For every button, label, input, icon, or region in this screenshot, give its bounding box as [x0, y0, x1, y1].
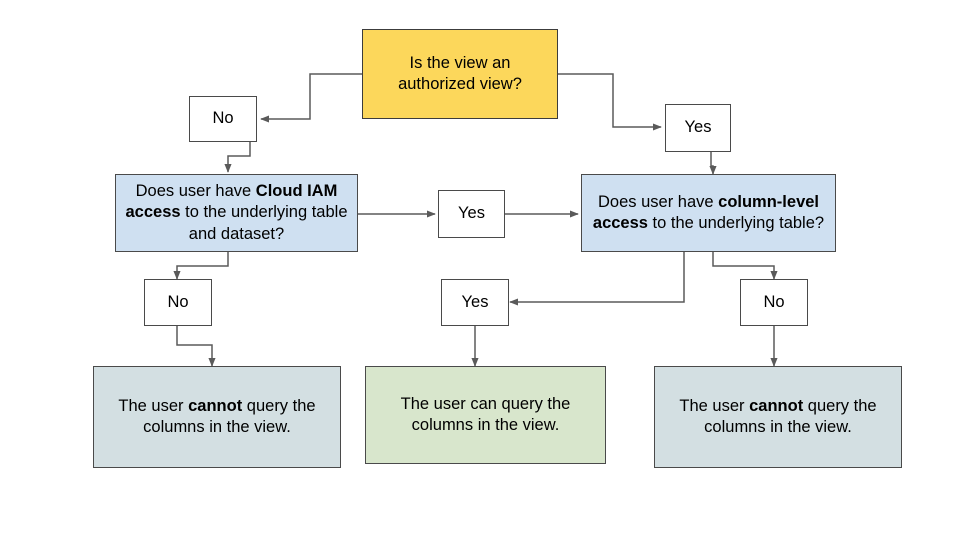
- node-column-question[interactable]: Does user have column-level access to th…: [581, 174, 836, 252]
- edge-column-to-no: [712, 251, 778, 280]
- iam-question-text: Does user have Cloud IAM access to the u…: [125, 182, 348, 243]
- outcome-left-text: The user cannot query the columns in the…: [118, 396, 316, 436]
- branch-yes-top-label: Yes: [684, 118, 712, 137]
- node-branch-no-top[interactable]: No: [189, 96, 257, 142]
- node-branch-no-right[interactable]: No: [740, 279, 808, 326]
- edge-column-to-yes: [509, 251, 685, 306]
- edge-iam-to-no: [173, 251, 229, 280]
- edge-no-to-outcome-left: [176, 326, 216, 367]
- node-branch-no-left[interactable]: No: [144, 279, 212, 326]
- branch-yes-middle-label: Yes: [458, 204, 485, 223]
- branch-no-left-label: No: [167, 292, 189, 311]
- branch-yes-bottom-label: Yes: [461, 292, 489, 311]
- node-outcome-left[interactable]: The user cannot query the columns in the…: [93, 366, 341, 468]
- node-start-question[interactable]: Is the view an authorized view?: [362, 29, 558, 119]
- branch-no-top-label: No: [212, 109, 234, 128]
- node-iam-question[interactable]: Does user have Cloud IAM access to the u…: [115, 174, 358, 252]
- outcome-middle-text: The user can query the columns in the vi…: [400, 394, 571, 434]
- node-branch-yes-middle[interactable]: Yes: [438, 190, 505, 238]
- node-branch-yes-bottom[interactable]: Yes: [441, 279, 509, 326]
- edge-yes-to-column: [709, 152, 717, 175]
- edge-start-to-yes: [558, 73, 662, 131]
- edge-start-to-no: [260, 73, 362, 123]
- edge-no-to-iam: [224, 142, 251, 173]
- node-branch-yes-top[interactable]: Yes: [665, 104, 731, 152]
- branch-no-right-label: No: [763, 292, 785, 311]
- start-question-text: Is the view an authorized view?: [398, 53, 522, 93]
- node-outcome-middle[interactable]: The user can query the columns in the vi…: [365, 366, 606, 464]
- outcome-right-text: The user cannot query the columns in the…: [679, 396, 877, 436]
- node-outcome-right[interactable]: The user cannot query the columns in the…: [654, 366, 902, 468]
- column-question-text: Does user have column-level access to th…: [592, 192, 825, 232]
